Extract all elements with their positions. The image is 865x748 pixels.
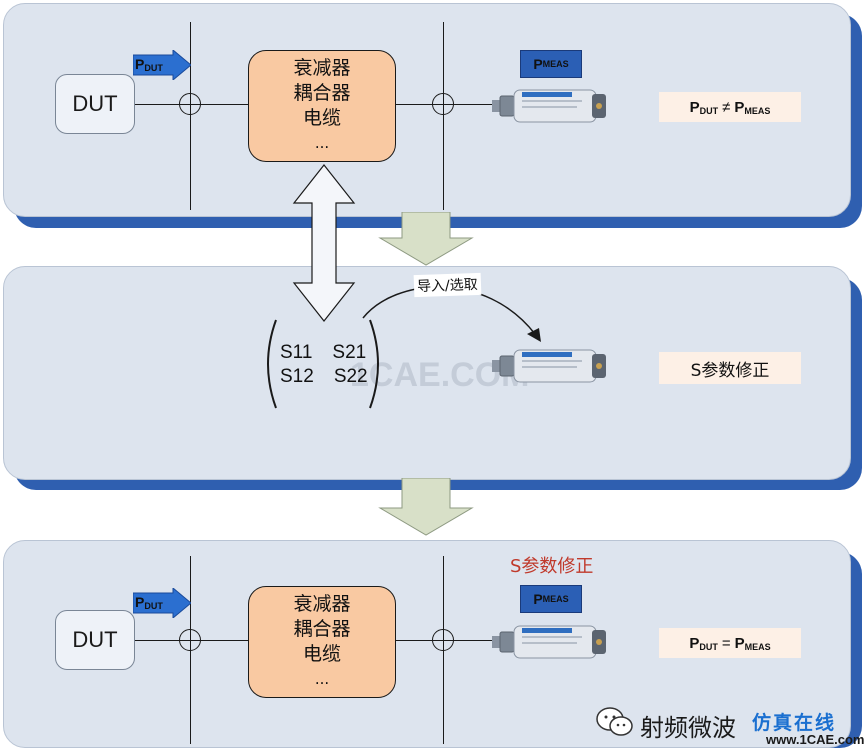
s11-label: S11 — [280, 342, 313, 363]
device-line: 耦合器 — [293, 82, 351, 104]
device-line: 电缆 — [302, 107, 341, 129]
formula-text: PDUT=PMEAS — [689, 634, 771, 652]
wechat-icon — [596, 707, 633, 736]
flow-down-arrow — [378, 212, 474, 266]
power-sensor-icon — [492, 349, 606, 383]
device-line: 衰减器 — [293, 593, 351, 615]
junction-symbol — [432, 93, 454, 115]
device-line: ... — [314, 134, 330, 152]
watermark-brand: 射频微波 — [640, 714, 736, 742]
pdut-arrow: PDUT — [133, 588, 191, 618]
matrix-bracket-left — [267, 319, 277, 409]
junction-symbol — [432, 629, 454, 651]
s22-label: S22 — [333, 366, 368, 387]
s-matrix: S11 S21 S12 S22 — [280, 342, 368, 388]
matrix-bracket-right — [369, 319, 379, 409]
formula-box: PDUT=PMEAS — [659, 628, 801, 658]
device-box: 衰减器 耦合器 电缆 ... — [248, 586, 396, 698]
pdut-label: PDUT — [135, 594, 163, 611]
link-double-arrow — [292, 164, 356, 322]
s12-label: S12 — [280, 366, 314, 387]
device-line: 耦合器 — [293, 618, 351, 640]
device-line: ... — [314, 670, 330, 688]
pdut-label: PDUT — [135, 56, 163, 73]
power-sensor-icon — [492, 625, 606, 659]
power-sensor-icon — [492, 89, 606, 123]
bottom-title: S参数修正 — [510, 556, 594, 577]
dut-label: DUT — [72, 91, 118, 116]
ref-plane-line-1 — [190, 22, 191, 210]
device-line: 电缆 — [302, 643, 341, 665]
watermark-url: www.1CAE.com — [766, 732, 865, 747]
s21-label: S21 — [332, 342, 367, 363]
flow-down-arrow — [378, 478, 474, 536]
device-box: 衰减器 耦合器 电缆 ... — [248, 50, 396, 162]
device-line: 衰减器 — [293, 57, 351, 79]
dut-box: DUT — [55, 74, 135, 134]
dut-label: DUT — [72, 627, 118, 652]
curve-label: 导入/选取 — [413, 272, 482, 298]
formula-box: PDUT≠PMEAS — [659, 92, 801, 122]
s-correction-label: S参数修正 — [690, 360, 770, 381]
pdut-arrow: PDUT — [133, 50, 191, 80]
formula-text: PDUT≠PMEAS — [689, 98, 771, 116]
junction-symbol — [179, 629, 201, 651]
watermark-brand-2: 仿真在线 — [752, 712, 837, 734]
ref-plane-line-2 — [443, 22, 444, 210]
s-correction-box: S参数修正 — [659, 352, 801, 384]
dut-box: DUT — [55, 610, 135, 670]
junction-symbol — [179, 93, 201, 115]
